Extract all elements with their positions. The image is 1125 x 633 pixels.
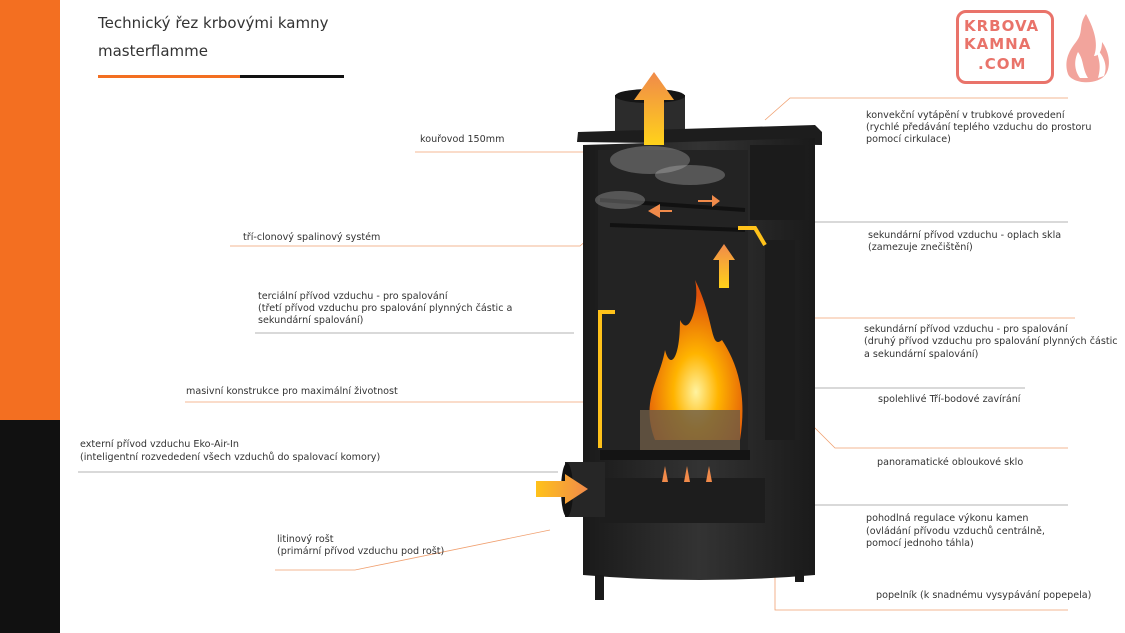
label-convection-line1: konvekční vytápění v trubkové provedení: [866, 110, 1065, 121]
title-underline-orange: [98, 75, 240, 78]
secondary-air-arrow-icon: [713, 244, 735, 288]
label-tertiary-line1: terciální přívod vzduchu - pro spalování: [258, 291, 448, 302]
label-locking: spolehlivé Tří-bodové zavírání: [878, 394, 1021, 405]
logo-text-line1: KRBOVA: [964, 17, 1040, 35]
label-secondary-glass-line1: sekundární přívod vzduchu - oplach skla: [868, 230, 1062, 241]
label-construction: masivní konstrukce pro maximální životno…: [186, 386, 398, 397]
page-title: Technický řez krbovými kamny: [98, 14, 329, 32]
label-grate-line2: (primární přívod vzduchu pod rošt): [277, 546, 445, 557]
label-triple-flue: tří-clonový spalinový systém: [243, 232, 381, 243]
logo-frame: [956, 10, 1054, 84]
label-secondary-glass-line2: (zamezuje znečištění): [868, 242, 973, 253]
label-secondary-burn-line1: sekundární přívod vzduchu - pro spalován…: [864, 324, 1068, 335]
label-convection-line2: (rychlé předávání teplého vzduchu do pro…: [866, 122, 1092, 133]
label-regulation-line1: pohodlná regulace výkonu kamen: [866, 513, 1029, 524]
fire: [649, 280, 743, 440]
label-secondary-burn-line3: a sekundární spalování): [864, 349, 979, 360]
label-ashpan: popelník (k snadnému vysypávání popepela…: [876, 590, 1092, 601]
exhaust-arrow-icon: [634, 72, 674, 145]
firewood: [640, 410, 740, 450]
grate: [600, 450, 750, 460]
intake-arrow-icon: [536, 474, 588, 504]
flame-logo-icon: [1066, 14, 1109, 83]
tertiary-air-path: [598, 310, 615, 448]
door-glass: [765, 240, 795, 440]
ashpan-box: [600, 478, 765, 523]
logo-text-line2: KAMNA: [964, 35, 1032, 53]
title-underline-black: [240, 75, 344, 78]
label-regulation-line2: (ovládání přívodu vzduchů centrálně,: [866, 526, 1045, 537]
logo: KRBOVA KAMNA .COM: [956, 10, 1116, 86]
label-glass: panoramatické obloukové sklo: [877, 457, 1024, 468]
label-external-line2: (inteligentní rozvededení všech vzduchů …: [80, 452, 381, 463]
label-grate-line1: litinový rošt: [277, 534, 334, 545]
label-regulation-line3: pomocí jednoho táhla): [866, 538, 974, 549]
side-bar-orange: [0, 0, 60, 420]
label-convection-line3: pomocí cirkulace): [866, 134, 951, 145]
side-bar-black: [0, 420, 60, 633]
label-flue: kouřovod 150mm: [420, 134, 505, 145]
label-tertiary-line3: sekundární spalování): [258, 315, 364, 326]
label-external-line1: externí přívod vzduchu Eko-Air-In: [80, 439, 239, 450]
logo-text-line3: .COM: [978, 55, 1027, 73]
convection-tubes: [750, 145, 805, 220]
label-secondary-burn-line2: (druhý přívod vzduchu pro spalování plyn…: [864, 336, 1118, 347]
label-tertiary-line2: (třetí přívod vzduchu pro spalování plyn…: [258, 303, 513, 314]
page-subtitle: masterflamme: [98, 42, 208, 60]
